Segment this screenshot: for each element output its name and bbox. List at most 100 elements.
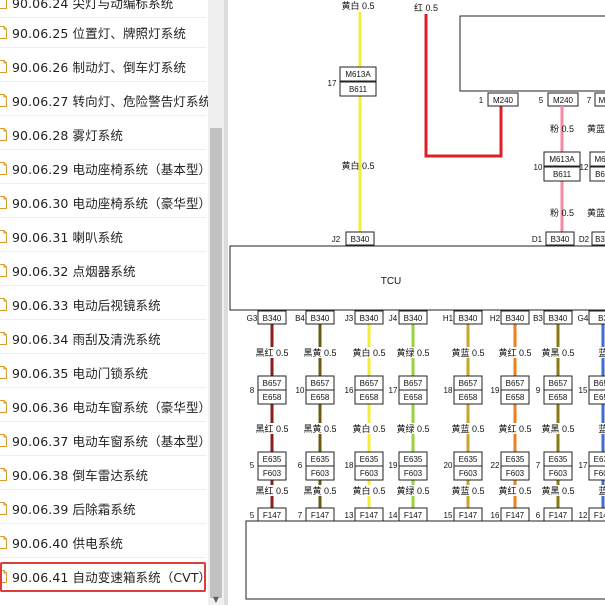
connector-code: F603 xyxy=(311,469,330,478)
wire-label: 黄白 0.5 xyxy=(341,0,374,11)
wire-label: 黄蓝 xyxy=(587,123,605,134)
toc-item[interactable]: 90.06.28 雾灯系统 xyxy=(0,120,206,150)
document-icon xyxy=(0,298,7,311)
wire-label: 黑红 0.5 xyxy=(255,485,288,496)
connector-code: B657 xyxy=(506,379,525,388)
pin-number: B4 xyxy=(295,314,305,323)
wire-label: 黄蓝 xyxy=(587,207,605,218)
wire-label: 黄白 0.5 xyxy=(352,423,385,434)
pin-number: 6 xyxy=(536,511,541,520)
wire-label-bg xyxy=(446,347,490,358)
connector-code: E658 xyxy=(506,393,525,402)
pane-divider[interactable] xyxy=(224,0,228,605)
toc-item-label: 90.06.32 点烟器系统 xyxy=(12,264,136,279)
wire-label-bg xyxy=(347,485,391,496)
pin-number: 5 xyxy=(250,511,255,520)
scroll-down-arrow-icon[interactable]: ▼ xyxy=(212,595,220,604)
connector-code: B340 xyxy=(360,314,379,323)
document-icon xyxy=(0,332,7,345)
toc-item[interactable]: 90.06.30 电动座椅系统（豪华型） xyxy=(0,188,208,218)
connector-box xyxy=(339,81,377,97)
wire-label-bg xyxy=(298,347,342,358)
toc-item-label: 90.06.40 供电系统 xyxy=(12,536,123,551)
scrollbar-thumb[interactable] xyxy=(210,128,222,598)
connector-box xyxy=(453,310,483,325)
toc-item[interactable]: 90.06.26 制动灯、倒车灯系统 xyxy=(0,52,206,82)
tcu-module xyxy=(229,245,605,311)
connector-box xyxy=(305,389,335,405)
connector-code: F147 xyxy=(404,511,423,520)
wire-label-bg xyxy=(536,485,580,496)
pin-number: 17 xyxy=(389,386,398,395)
connector-code: E658 xyxy=(549,393,568,402)
connector-box xyxy=(500,310,530,325)
document-icon xyxy=(0,0,7,9)
wire-label: 黄黑 0.5 xyxy=(541,423,574,434)
document-icon xyxy=(0,230,7,243)
connector-code: B340 xyxy=(551,235,570,244)
toc-item-label: 90.06.37 电动车窗系统（基本型） xyxy=(12,434,208,449)
toc-item[interactable]: 90.06.37 电动车窗系统（基本型） xyxy=(0,426,208,456)
pin-number: J2 xyxy=(332,235,341,244)
wire-label-bg xyxy=(391,423,435,434)
connector-code: F603 xyxy=(506,469,525,478)
connector-code: E658 xyxy=(263,393,282,402)
toc-item[interactable]: 90.06.34 雨刮及清洗系统 xyxy=(0,324,206,354)
pin-number: 18 xyxy=(444,386,453,395)
wire-label-bg xyxy=(347,347,391,358)
pin-number: 1 xyxy=(479,96,484,105)
connector-box xyxy=(398,465,428,481)
toc-item-partial[interactable]: 90.06.24 尖灯与动编标系统 xyxy=(0,0,206,18)
wire-label-bg xyxy=(298,423,342,434)
pin-number: 6 xyxy=(298,461,303,470)
wire-label: 蓝 xyxy=(598,347,605,358)
wire-label: 粉 0.5 xyxy=(550,123,574,134)
toc-item[interactable]: 90.06.35 电动门锁系统 xyxy=(0,358,206,388)
document-icon xyxy=(0,434,7,447)
toc-item[interactable]: 90.06.27 转向灯、危险警告灯系统 xyxy=(0,86,208,116)
pin-number: 12 xyxy=(580,163,589,172)
wire-label-bg xyxy=(493,485,537,496)
toc-item-label: 90.06.29 电动座椅系统（基本型） xyxy=(12,162,208,177)
pin-number: G3 xyxy=(247,314,258,323)
connector-box xyxy=(453,389,483,405)
connector-code: E635 xyxy=(594,455,605,464)
document-icon xyxy=(0,570,7,583)
toc-item[interactable]: 90.06.33 电动后视镜系统 xyxy=(0,290,206,320)
wire-label: 黄白 0.5 xyxy=(352,347,385,358)
toc-item[interactable]: 90.06.38 倒车雷达系统 xyxy=(0,460,206,490)
toc-item[interactable]: 90.06.25 位置灯、牌照灯系统 xyxy=(0,18,206,48)
wire-label-bg xyxy=(536,423,580,434)
connector-box xyxy=(354,465,384,481)
wire-label: 黄蓝 0.5 xyxy=(451,485,484,496)
connector-code: F147 xyxy=(506,511,525,520)
toc-item[interactable]: 90.06.29 电动座椅系统（基本型） xyxy=(0,154,208,184)
pin-number: 10 xyxy=(296,386,305,395)
toc-item[interactable]: 90.06.31 喇叭系统 xyxy=(0,222,206,252)
connector-box xyxy=(257,465,287,481)
wire-label: 粉 0.5 xyxy=(550,207,574,218)
connector-code: B657 xyxy=(360,379,379,388)
connector-code: M240 xyxy=(493,96,514,105)
toc-item[interactable]: 90.06.40 供电系统 xyxy=(0,528,206,558)
connector-code: B340 xyxy=(506,314,525,323)
toc-item-label: 90.06.24 尖灯与动编标系统 xyxy=(12,0,174,11)
connector-code: B340 xyxy=(459,314,478,323)
connector-code: M613A xyxy=(549,155,575,164)
toc-item[interactable]: 90.06.39 后除霜系统 xyxy=(0,494,206,524)
toc-item[interactable]: 90.06.36 电动车窗系统（豪华型） xyxy=(0,392,208,422)
connector-code: B657 xyxy=(263,379,282,388)
connector-code: M6 xyxy=(594,155,605,164)
connector-code: B657 xyxy=(459,379,478,388)
toc-item[interactable]: 90.06.32 点烟器系统 xyxy=(0,256,206,286)
toc-item-selected[interactable]: 90.06.41 自动变速箱系统（CVT） xyxy=(0,562,208,592)
wire-label-bg xyxy=(298,485,342,496)
connector-box xyxy=(339,66,377,82)
document-icon xyxy=(0,468,7,481)
wire-label-bg xyxy=(250,347,294,358)
wire-label-bg xyxy=(581,347,605,358)
wire-label: 黑黄 0.5 xyxy=(303,423,336,434)
toc-item-label: 90.06.36 电动车窗系统（豪华型） xyxy=(12,400,208,415)
pin-number: 15 xyxy=(444,511,453,520)
connector-code: B340 xyxy=(404,314,423,323)
